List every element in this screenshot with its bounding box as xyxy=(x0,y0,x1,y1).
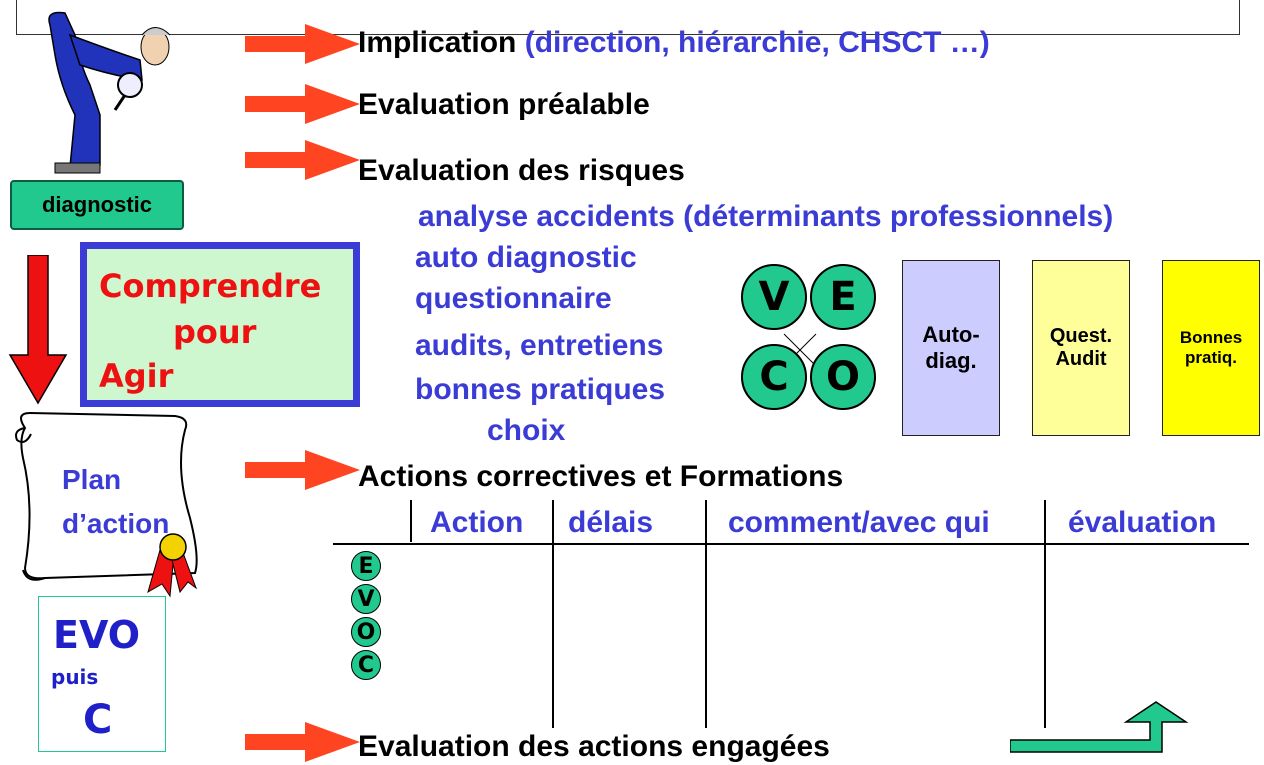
veco-circle-v: V xyxy=(741,264,807,330)
bonnes-pratiques-line1: Bonnes xyxy=(1179,328,1243,347)
step-evaluation-prealable: Evaluation préalable xyxy=(358,88,650,121)
comprendre-text: Comprendre xyxy=(99,267,322,305)
implication-detail: (direction, hiérarchie, CHSCT …) xyxy=(524,26,990,59)
row-c-circle: C xyxy=(351,650,381,680)
table-header-line xyxy=(333,543,1249,545)
puis-text: puis xyxy=(51,665,99,689)
table-vline-3 xyxy=(1044,500,1046,728)
arrow-actions-icon xyxy=(245,450,360,490)
method-bonnes-pratiques: bonnes pratiques xyxy=(415,373,666,406)
plan-line1: Plan xyxy=(62,464,122,495)
auto-diag-line1: Auto- xyxy=(922,322,980,347)
step-evaluation-risques: Evaluation des risques xyxy=(358,154,685,187)
down-arrow-icon xyxy=(8,255,68,405)
pour-text: pour xyxy=(173,313,257,351)
veco-circle-o: O xyxy=(810,344,876,410)
top-frame xyxy=(16,0,1240,35)
arrow-implication-icon xyxy=(245,24,360,64)
evo-text: EVO xyxy=(53,613,141,657)
method-questionnaire: questionnaire xyxy=(415,282,612,315)
step-implication: Implication (direction, hiérarchie, CHSC… xyxy=(358,26,990,60)
agir-text: Agir xyxy=(99,357,174,395)
row-v-circle: V xyxy=(351,584,381,614)
table-vline-2 xyxy=(705,500,707,728)
col-action: Action xyxy=(430,506,524,539)
veco-circle-e: E xyxy=(810,264,876,330)
veco-circle-c: C xyxy=(741,344,807,410)
method-auto-diagnostic: auto diagnostic xyxy=(415,241,637,274)
bonnes-pratiques-box: Bonnes pratiq. xyxy=(1162,260,1260,436)
quest-audit-box: Quest. Audit xyxy=(1032,260,1130,436)
bonnes-pratiques-line2: pratiq. xyxy=(1185,348,1237,367)
arrow-evaluation-prealable-icon xyxy=(245,84,360,124)
feedback-arrow-icon xyxy=(1010,701,1189,753)
comprendre-pour-agir-box: Comprendre pour Agir xyxy=(80,242,360,407)
quest-audit-line1: Quest. xyxy=(1049,325,1113,347)
auto-diag-line2: diag. xyxy=(925,348,977,373)
quest-audit-line2: Audit xyxy=(1055,348,1107,370)
method-choix: choix xyxy=(487,414,566,447)
method-audits: audits, entretiens xyxy=(415,329,664,362)
diagnostic-badge: diagnostic xyxy=(10,180,184,230)
step-evaluation-actions: Evaluation des actions engagées xyxy=(358,730,830,763)
col-delais: délais xyxy=(568,506,654,539)
scroll-icon xyxy=(15,411,198,581)
implication-label: Implication xyxy=(358,26,517,59)
plan-line2: d’action xyxy=(62,508,170,539)
arrow-evaluation-actions-icon xyxy=(245,722,360,762)
evo-puis-c-box: EVO puis C xyxy=(38,596,166,752)
rosette-icon xyxy=(147,533,198,598)
arrow-evaluation-risques-icon xyxy=(245,140,360,180)
method-analyse: analyse accidents (déterminants professi… xyxy=(418,200,1114,233)
auto-diag-box: Auto- diag. xyxy=(902,260,1000,436)
table-vline-1 xyxy=(552,500,554,728)
row-o-circle: O xyxy=(351,617,381,647)
table-vline-0 xyxy=(410,500,412,542)
row-e-circle: E xyxy=(351,551,381,581)
col-comment: comment/avec qui xyxy=(728,506,990,539)
c-text: C xyxy=(83,697,113,743)
detective-illustration xyxy=(48,11,171,174)
step-actions: Actions correctives et Formations xyxy=(358,460,844,493)
col-evaluation: évaluation xyxy=(1068,506,1217,539)
